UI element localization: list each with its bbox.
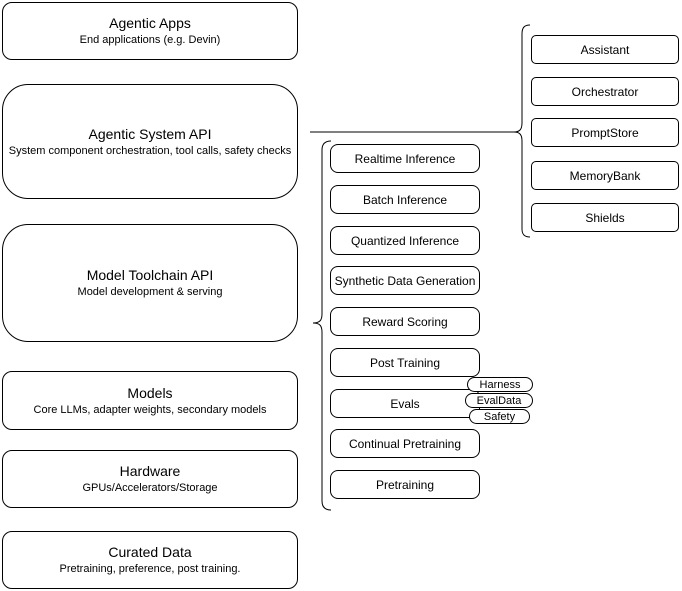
node-reward-scoring: Reward Scoring (330, 307, 480, 336)
node-label: MemoryBank (569, 168, 641, 183)
node-memorybank: MemoryBank (531, 161, 679, 190)
node-title: Models (127, 384, 173, 401)
node-subtitle: System component orchestration, tool cal… (8, 144, 292, 157)
tag-label: Safety (483, 410, 516, 423)
node-continual-pretraining: Continual Pretraining (330, 429, 480, 458)
node-model-toolchain-api: Model Toolchain API Model development & … (2, 224, 298, 342)
node-models: Models Core LLMs, adapter weights, secon… (2, 371, 298, 430)
node-title: Curated Data (108, 544, 192, 560)
node-synthetic-data-generation: Synthetic Data Generation (330, 266, 480, 295)
node-orchestrator: Orchestrator (531, 77, 679, 106)
node-title: Hardware (119, 463, 181, 479)
tag-label: EvalData (476, 394, 522, 407)
node-pretraining: Pretraining (330, 470, 480, 499)
node-label: Evals (390, 396, 420, 411)
node-label: Synthetic Data Generation (334, 273, 476, 288)
node-label: Continual Pretraining (348, 436, 462, 451)
node-title: Agentic System API (88, 125, 212, 142)
node-curated-data: Curated Data Pretraining, preference, po… (2, 531, 298, 589)
node-label: Quantized Inference (350, 233, 460, 248)
tag-safety: Safety (469, 409, 530, 424)
tag-harness: Harness (467, 377, 533, 392)
node-realtime-inference: Realtime Inference (330, 144, 480, 173)
node-shields: Shields (531, 203, 679, 232)
node-title: Agentic Apps (109, 15, 191, 31)
node-label: Assistant (580, 42, 630, 57)
node-title: Model Toolchain API (86, 267, 214, 283)
node-promptstore: PromptStore (531, 118, 679, 147)
node-label: Pretraining (375, 477, 435, 492)
node-agentic-apps: Agentic Apps End applications (e.g. Devi… (2, 2, 298, 60)
node-assistant: Assistant (531, 35, 679, 64)
node-subtitle: Pretraining, preference, post training. (59, 563, 241, 575)
system-components-brace (513, 24, 531, 238)
node-batch-inference: Batch Inference (330, 185, 480, 214)
node-quantized-inference: Quantized Inference (330, 226, 480, 255)
node-evals: Evals (330, 389, 480, 418)
node-label: Reward Scoring (362, 314, 448, 329)
node-label: Realtime Inference (354, 151, 456, 166)
node-label: Post Training (369, 355, 441, 370)
node-label: Shields (585, 210, 625, 225)
tag-evaldata: EvalData (465, 393, 533, 408)
toolchain-brace (312, 140, 332, 511)
node-subtitle: Core LLMs, adapter weights, secondary mo… (33, 403, 267, 416)
node-post-training: Post Training (330, 348, 480, 377)
node-subtitle: GPUs/Accelerators/Storage (82, 482, 218, 494)
node-subtitle: Model development & serving (77, 286, 223, 298)
node-agentic-system-api: Agentic System API System component orch… (2, 84, 298, 199)
tag-label: Harness (479, 378, 521, 391)
node-label: PromptStore (571, 125, 639, 140)
node-label: Batch Inference (362, 192, 448, 207)
node-label: Orchestrator (571, 84, 639, 99)
node-subtitle: End applications (e.g. Devin) (79, 34, 221, 46)
node-hardware: Hardware GPUs/Accelerators/Storage (2, 450, 298, 508)
